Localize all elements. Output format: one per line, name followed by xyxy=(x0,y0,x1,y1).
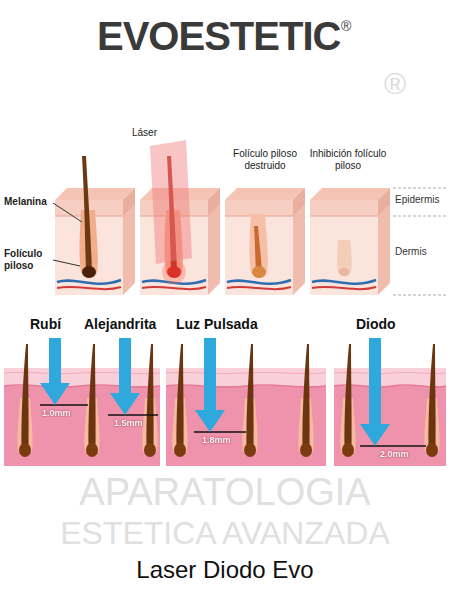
depth-line xyxy=(194,431,246,433)
watermark: APARATOLOGIA xyxy=(0,470,450,516)
part-label: Folículo piloso xyxy=(4,248,54,272)
hair xyxy=(424,344,439,457)
hair-bulb xyxy=(82,266,96,278)
skin-block xyxy=(55,188,135,295)
depth-value: 1.5mm xyxy=(114,418,143,429)
epidermis-band xyxy=(166,368,326,386)
skin-block xyxy=(225,188,305,295)
laser-type: Luz Pulsada xyxy=(176,316,258,333)
depth-line xyxy=(108,414,158,416)
penetration-arrow xyxy=(195,338,225,432)
layer-line xyxy=(166,372,326,373)
laser-type: Diodo xyxy=(356,316,396,333)
stage-label: Inhibición folículo piloso xyxy=(303,148,393,172)
hair xyxy=(298,344,313,457)
depth-value: 1.0mm xyxy=(42,408,71,419)
depth-value: 2.0mm xyxy=(380,449,409,460)
leader-line xyxy=(53,203,82,222)
hair xyxy=(242,344,257,457)
hair xyxy=(172,344,187,457)
hair xyxy=(17,344,32,457)
layer-label: Epidermis xyxy=(395,194,439,206)
part-label: Láser xyxy=(132,127,157,139)
hair xyxy=(340,344,355,457)
laser-type: Alejandrita xyxy=(84,316,156,333)
layer-label: Dermis xyxy=(395,246,427,258)
laser-beam xyxy=(150,140,192,264)
hair-stub xyxy=(254,226,262,272)
depth-value: 1.8mm xyxy=(202,435,231,446)
layer-guide xyxy=(393,295,446,296)
hair-shaft xyxy=(82,156,92,272)
hair xyxy=(84,344,99,457)
logo-text: EVOESTETIC xyxy=(97,12,340,60)
watermark: ® xyxy=(384,66,406,102)
leader-line xyxy=(53,260,80,266)
watermark: ESTETICA AVANZADA xyxy=(0,514,450,552)
depth-line xyxy=(40,404,88,406)
penetration-arrow xyxy=(110,338,140,415)
hair xyxy=(142,344,157,457)
follicle-remnant xyxy=(339,268,349,276)
part-label: Melanina xyxy=(4,196,47,208)
depth-line xyxy=(360,445,426,447)
hair-bulb xyxy=(167,266,181,278)
penetration-arrow xyxy=(360,338,390,446)
stage-label: Folículo piloso destruido xyxy=(218,148,312,172)
skin-block xyxy=(310,188,390,295)
follicle-sheath xyxy=(250,214,268,278)
caption: Laser Diodo Evo xyxy=(0,556,450,585)
registered-mark: ® xyxy=(341,18,351,35)
layer-line xyxy=(166,385,326,387)
penetration-arrow xyxy=(40,338,70,405)
laser-type: Rubí xyxy=(30,316,61,333)
follicle-remnant xyxy=(337,240,351,277)
hair-bulb xyxy=(252,266,266,278)
layer-guide xyxy=(393,216,446,217)
layer-guide xyxy=(393,188,446,189)
